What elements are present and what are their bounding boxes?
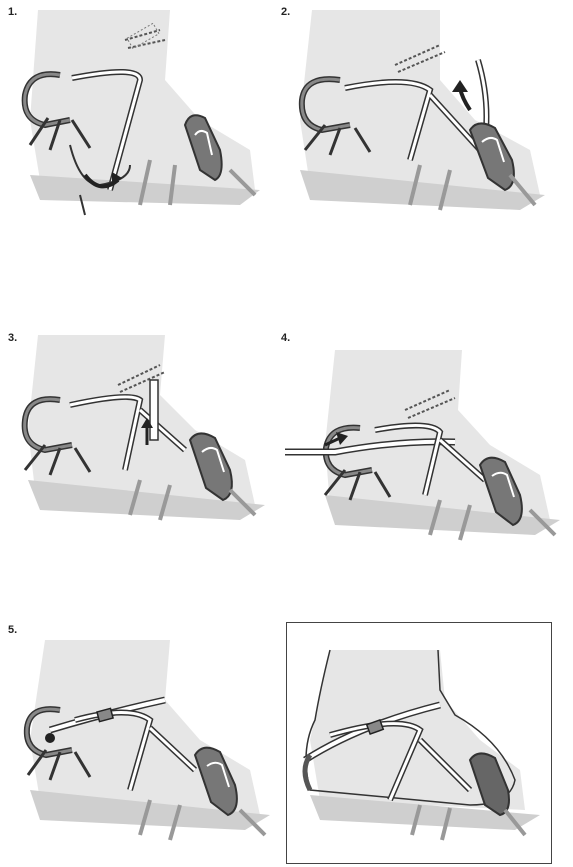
crampon-front-bail-icon [305,755,310,790]
